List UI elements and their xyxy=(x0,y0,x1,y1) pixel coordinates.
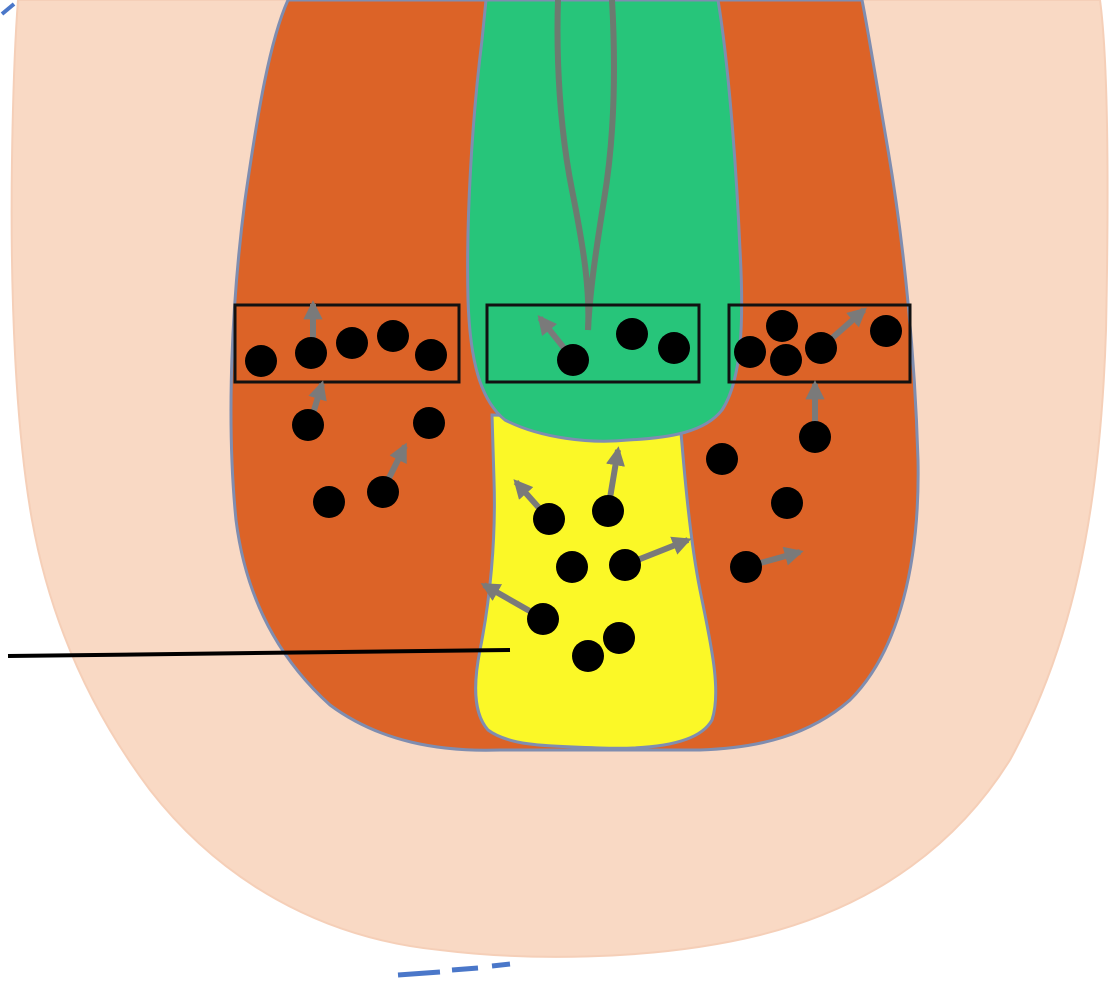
central-yellow-region xyxy=(476,415,716,748)
dot xyxy=(609,549,641,581)
dot xyxy=(292,409,324,441)
dot xyxy=(771,487,803,519)
dot xyxy=(770,344,802,376)
dot xyxy=(313,486,345,518)
dot xyxy=(766,310,798,342)
dot xyxy=(658,332,690,364)
dot xyxy=(527,603,559,635)
dot xyxy=(706,443,738,475)
dot xyxy=(533,503,565,535)
dot xyxy=(603,622,635,654)
dot xyxy=(805,332,837,364)
dot xyxy=(557,344,589,376)
edge-accent-top-left xyxy=(2,4,14,14)
dot xyxy=(734,336,766,368)
dot xyxy=(592,495,624,527)
dot xyxy=(336,327,368,359)
dot xyxy=(799,421,831,453)
dot xyxy=(616,318,648,350)
dot xyxy=(572,640,604,672)
edge-accent-bottom xyxy=(398,964,510,975)
dot xyxy=(870,315,902,347)
dot xyxy=(556,551,588,583)
dot xyxy=(295,337,327,369)
dot xyxy=(367,476,399,508)
central-green-region xyxy=(468,0,742,441)
dot xyxy=(730,551,762,583)
dot xyxy=(415,339,447,371)
dot xyxy=(377,320,409,352)
dot xyxy=(245,345,277,377)
dot xyxy=(413,407,445,439)
